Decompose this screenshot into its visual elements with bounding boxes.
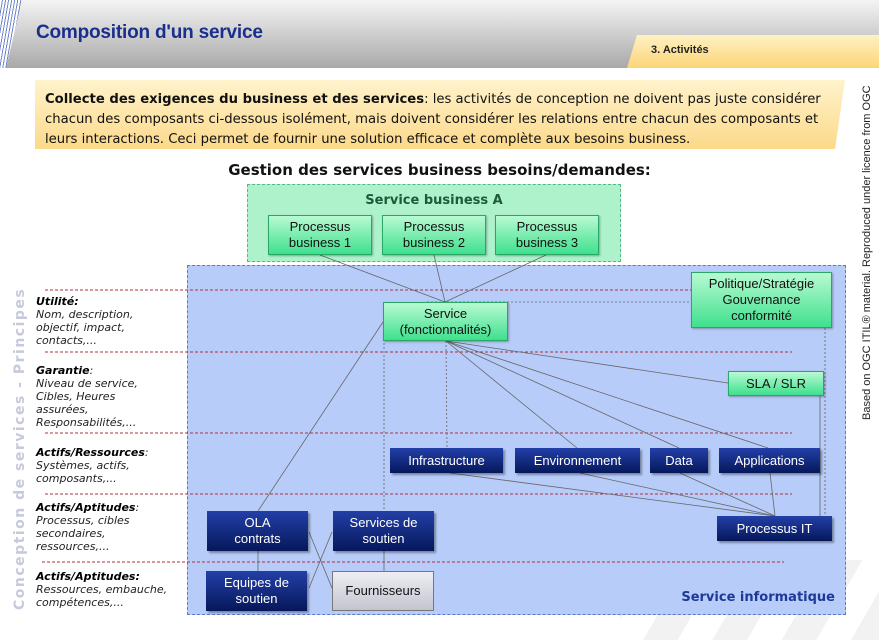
connector bbox=[444, 254, 547, 303]
support-teams-box: Equipes de soutien bbox=[206, 571, 307, 611]
data-box: Data bbox=[650, 448, 708, 473]
intro-bold: Collecte des exigences du business et de… bbox=[45, 92, 425, 107]
connector bbox=[769, 472, 776, 517]
connector bbox=[445, 340, 578, 449]
row-title: Garantie bbox=[36, 364, 90, 377]
connector bbox=[308, 531, 333, 589]
applications-box: Applications bbox=[719, 448, 820, 473]
row-desc: Processus, cibles secondaires, ressource… bbox=[36, 514, 130, 553]
connector bbox=[433, 254, 446, 303]
connector bbox=[579, 472, 776, 517]
connector bbox=[449, 472, 776, 517]
connector bbox=[445, 340, 729, 384]
infrastructure-box: Infrastructure bbox=[390, 448, 503, 473]
row-title: Utilité bbox=[36, 295, 75, 308]
row-label-aptitudes-2: Actifs/Aptitudes:Ressources, embauche, c… bbox=[36, 570, 186, 609]
page-title: Composition d'un service bbox=[36, 22, 263, 43]
row-title: Actifs/Ressources bbox=[36, 446, 145, 459]
suppliers-box: Fournisseurs bbox=[332, 571, 434, 611]
row-desc: Nom, description, objectif, impact, cont… bbox=[36, 308, 134, 347]
business-process-1: Processus business 1 bbox=[268, 215, 372, 255]
intro-callout: Collecte des exigences du business et de… bbox=[35, 80, 845, 149]
sla-box: SLA / SLR bbox=[728, 371, 824, 396]
row-label-aptitudes: Actifs/Aptitudes:Processus, cibles secon… bbox=[36, 501, 140, 553]
it-service-label: Service informatique bbox=[681, 590, 835, 605]
intro-text: : les activités de conception ne doivent… bbox=[45, 92, 821, 147]
connector bbox=[257, 321, 384, 512]
row-desc: Systèmes, actifs, composants,... bbox=[36, 459, 130, 485]
connector bbox=[445, 340, 769, 449]
section-tab: 3. Activités bbox=[627, 35, 879, 68]
business-process-2: Processus business 2 bbox=[382, 215, 486, 255]
environment-box: Environnement bbox=[515, 448, 640, 473]
business-process-3: Processus business 3 bbox=[495, 215, 599, 255]
service-functionality-box: Service (fonctionnalités) bbox=[383, 302, 508, 341]
connector bbox=[679, 472, 776, 517]
row-label-utilite: Utilité:Nom, description, objectif, impa… bbox=[36, 295, 186, 347]
ola-box: OLA contrats bbox=[207, 511, 308, 551]
policy-box: Politique/Stratégie Gouvernance conformi… bbox=[691, 272, 832, 328]
connector bbox=[445, 340, 680, 449]
support-services-box: Services de soutien bbox=[333, 511, 434, 551]
row-title: Actifs/Aptitudes bbox=[36, 501, 136, 514]
connector bbox=[319, 254, 446, 303]
connector bbox=[445, 340, 448, 449]
row-label-garantie: Garantie:Niveau de service, Cibles, Heur… bbox=[36, 364, 186, 429]
diagram-heading: Gestion des services business besoins/de… bbox=[228, 161, 651, 179]
business-service-title: Service business A bbox=[365, 193, 503, 208]
row-desc: Niveau de service, Cibles, Heures assuré… bbox=[36, 377, 138, 429]
row-title: Actifs/Aptitudes: bbox=[36, 570, 140, 583]
row-desc: Ressources, embauche, compétences,... bbox=[36, 583, 168, 609]
row-label-ressources: Actifs/Ressources:Systèmes, actifs, comp… bbox=[36, 446, 149, 485]
section-tab-label: 3. Activités bbox=[651, 44, 709, 56]
it-process-box: Processus IT bbox=[717, 516, 832, 541]
